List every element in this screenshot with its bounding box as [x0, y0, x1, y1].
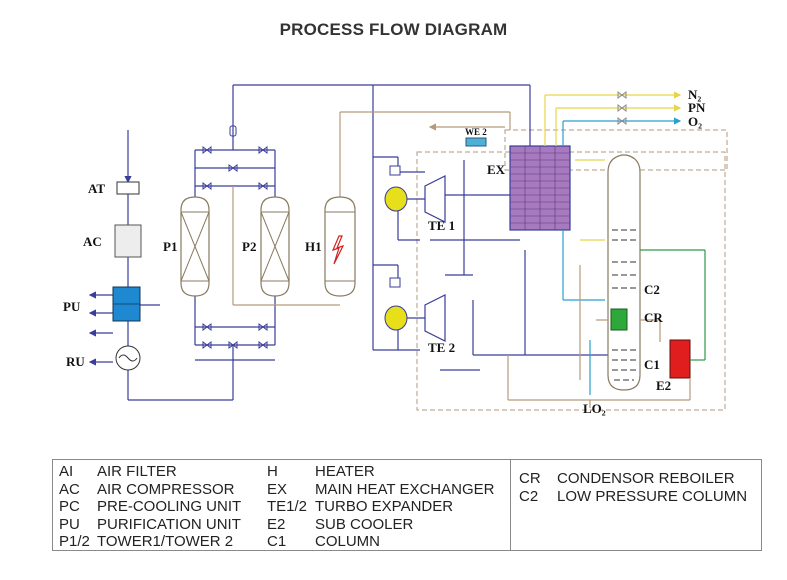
legend-code: P1/2 [59, 533, 90, 550]
legend-divider [510, 460, 511, 550]
manifold-valves [202, 125, 268, 349]
legend-desc: CONDENSOR REBOILER [557, 470, 735, 487]
legend-desc: AIR COMPRESSOR [97, 480, 235, 498]
heater-h1 [324, 196, 356, 297]
sub-cooler-e2 [669, 339, 691, 379]
legend-code: H [267, 463, 278, 480]
label-o2: O₂ [688, 114, 702, 129]
process-flow-diagram: AT AC PU RU P1 P2 H1 TE 1 TE 2 EX WE 2 C… [63, 84, 728, 416]
return-piping [507, 265, 691, 401]
legend-code: TE1/2 [267, 498, 308, 515]
tower-manifold-lines [194, 84, 531, 361]
label-at: AT [88, 181, 105, 196]
diagram-title: PROCESS FLOW DIAGRAM [279, 20, 508, 39]
legend-col-codes-3: CR C2 [519, 470, 541, 505]
tower-p2 [260, 196, 290, 297]
legend-desc: LOW PRESSURE COLUMN [557, 487, 748, 505]
label-ac: AC [83, 234, 102, 249]
label-te2: TE 2 [428, 340, 455, 355]
legend-desc: MAIN HEAT EXCHANGER [315, 480, 495, 498]
legend-desc: PURIFICATION UNIT [97, 515, 241, 533]
legend-table: AI AC PC PU P1/2 AIR FILTER AIR COMPRESS… [52, 459, 762, 551]
legend-desc: PRE-COOLING UNIT [97, 498, 242, 515]
distillation-column [607, 154, 641, 391]
legend-col-desc-1: AIR FILTER AIR COMPRESSOR PRE-COOLING UN… [97, 463, 241, 551]
legend-code: AC [59, 480, 80, 498]
label-n2: N₂ [688, 87, 701, 102]
legend-col-desc-2: HEATER MAIN HEAT EXCHANGER TURBO EXPANDE… [315, 463, 494, 551]
label-e2: E2 [656, 378, 671, 393]
label-cr: CR [644, 310, 663, 325]
legend-desc: TURBO EXPANDER [315, 498, 454, 515]
legend-code: E2 [267, 515, 286, 533]
regeneration-line [232, 111, 511, 306]
legend-desc: AIR FILTER [97, 463, 177, 480]
label-pn: PN [688, 100, 706, 115]
column-piping [640, 249, 706, 361]
label-lo2: LO₂ [583, 401, 606, 416]
label-p1: P1 [163, 239, 177, 254]
n2-product-line [544, 91, 682, 241]
main-heat-exchanger [509, 145, 571, 231]
legend-code: PU [59, 515, 80, 533]
turbo-expander-te1 [384, 165, 446, 223]
legend-code: C2 [519, 487, 539, 505]
label-pu: PU [63, 299, 81, 314]
legend-code: PC [59, 498, 80, 515]
label-h1: H1 [305, 239, 322, 254]
label-ru: RU [66, 354, 85, 369]
cold-box-boundary [416, 151, 726, 411]
legend-code: EX [267, 480, 288, 498]
legend-col-codes-2: H EX TE1/2 E2 C1 [267, 463, 307, 551]
product-valves [617, 91, 627, 125]
legend-desc: SUB COOLER [315, 515, 414, 533]
label-p2: P2 [242, 239, 256, 254]
label-ex: EX [487, 162, 506, 177]
air-filter-box [116, 181, 140, 195]
legend-desc: COLUMN [315, 533, 381, 550]
tower-p1 [180, 196, 210, 297]
legend-code: CR [519, 470, 541, 487]
label-c1: C1 [644, 357, 660, 372]
legend-col-desc-3: CONDENSOR REBOILER LOW PRESSURE COLUMN [557, 470, 747, 505]
turbo-expander-te2 [384, 277, 446, 342]
label-te1: TE 1 [428, 218, 455, 233]
condenser-reboiler [610, 308, 628, 331]
air-compressor-box [114, 224, 142, 258]
legend-code: AI [59, 463, 74, 480]
legend-desc: TOWER1/TOWER 2 [97, 533, 234, 550]
label-we2: WE 2 [465, 127, 487, 137]
label-c2: C2 [644, 282, 660, 297]
air-feed-line [88, 130, 234, 401]
we2-box [465, 137, 487, 147]
legend-desc: HEATER [315, 463, 375, 480]
legend-col-codes-1: AI AC PC PU P1/2 [59, 463, 90, 551]
legend-code: C1 [267, 533, 287, 550]
expander-lines [372, 156, 610, 371]
